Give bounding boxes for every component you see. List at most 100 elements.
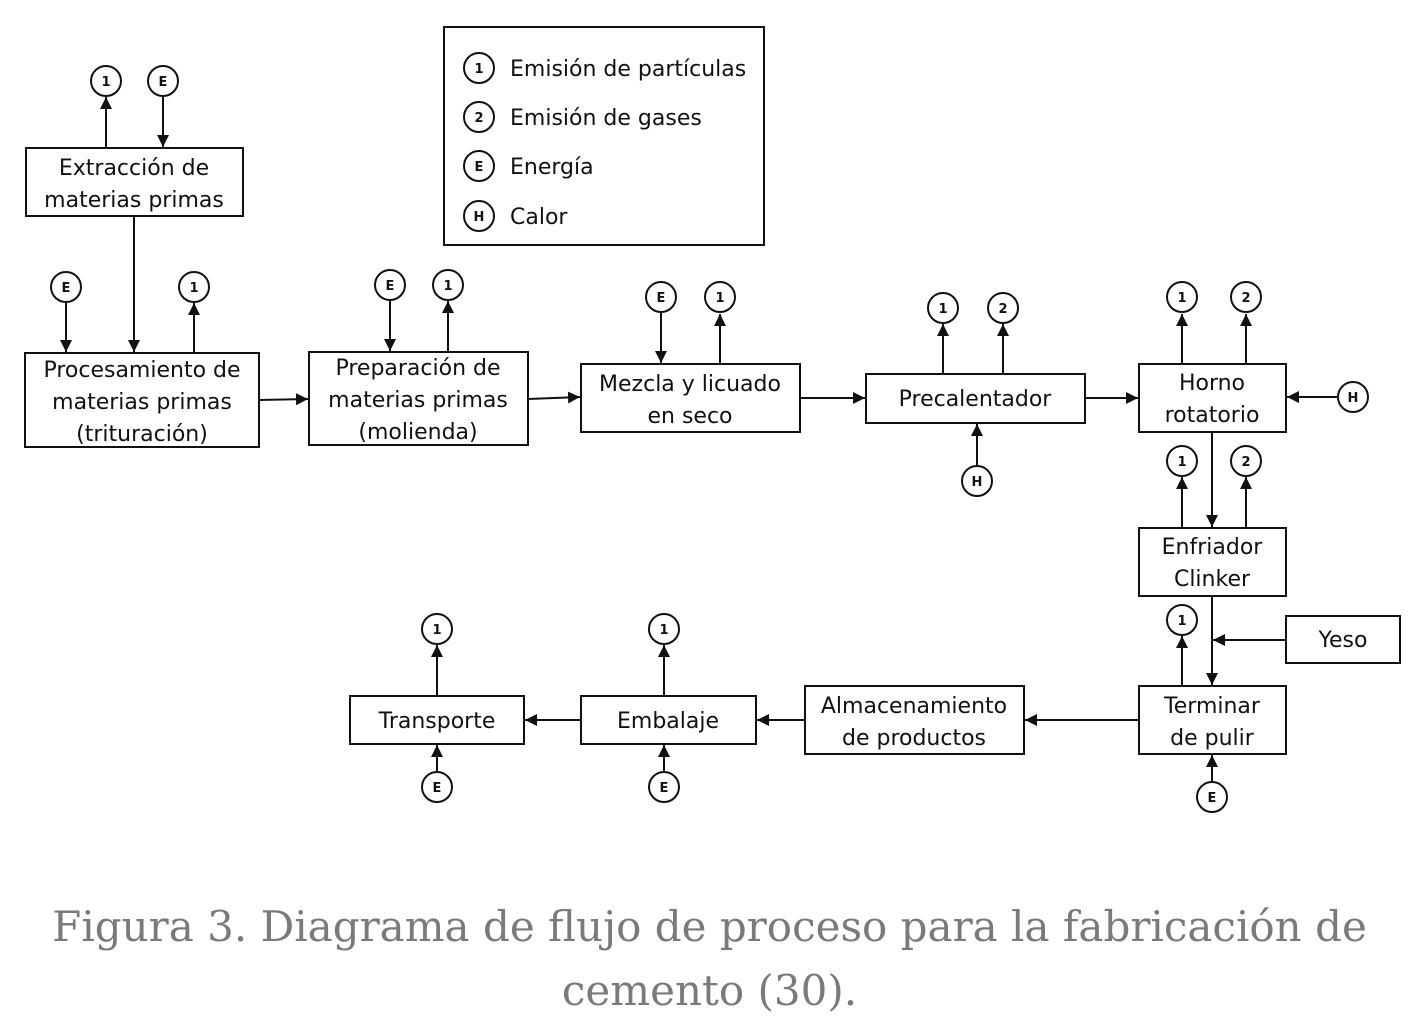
particle-symbol: 1 [178,271,210,303]
svg-text:Procesamiento de: Procesamiento de [43,358,240,383]
node-terminar: Terminar de pulir [1138,685,1287,755]
node-almacenamiento: Almacenamiento de productos [804,685,1025,755]
svg-text:E: E [1208,791,1217,806]
svg-text:Energía: Energía [510,155,594,180]
node-enfriador: Enfriador Clinker [1138,527,1287,597]
energy-symbol: E [648,771,680,803]
io-symbols: 1 E E 1 E 1 E 1 1 2 H 1 2 H 1 2 1 E 1 E … [50,65,1369,813]
svg-text:Emisión de gases: Emisión de gases [510,106,702,131]
particle-symbol: 1 [421,613,453,645]
energy-symbol: E [645,281,677,313]
particle-symbol: 1 [1166,281,1198,313]
node-mezcla: Mezcla y licuado en seco [580,363,801,433]
heat-symbol: H [1337,381,1369,413]
svg-text:E: E [660,781,669,796]
svg-text:Transporte: Transporte [378,709,496,734]
svg-text:Enfriador: Enfriador [1162,535,1264,560]
svg-text:Almacenamiento: Almacenamiento [821,694,1007,719]
svg-text:en seco: en seco [647,404,732,429]
arrow-procesamiento-preparacion [258,393,309,406]
svg-text:(molienda): (molienda) [358,420,477,445]
node-yeso: Yeso [1285,615,1401,664]
particle-symbol: 1 [648,613,680,645]
svg-text:H: H [474,210,485,225]
legend-item-particles: 1 Emisión de partículas [463,52,746,84]
svg-text:2: 2 [1241,455,1250,470]
energy-symbol: E [147,65,179,97]
svg-text:de pulir: de pulir [1170,726,1255,751]
svg-text:Terminar: Terminar [1163,694,1261,719]
legend-item-heat: H Calor [463,200,568,232]
particle-symbol: 1 [1166,445,1198,477]
energy-symbol: E [50,271,82,303]
caption-line-2: cemento (30). [561,966,858,1015]
caption-line-1: Figura 3. Diagrama de flujo de proceso p… [52,902,1367,951]
svg-text:H: H [1348,391,1359,406]
svg-text:Emisión de partículas: Emisión de partículas [510,57,746,82]
svg-text:Calor: Calor [510,205,568,230]
svg-text:2: 2 [1241,291,1250,306]
svg-text:E: E [475,160,484,175]
node-transporte: Transporte [349,695,525,745]
energy-symbol: E [374,269,406,301]
svg-text:1: 1 [1177,291,1186,306]
node-extraccion: Extracción de materias primas [25,147,244,217]
io-arrows [60,96,1337,781]
svg-text:materias primas: materias primas [52,390,232,415]
svg-text:1: 1 [474,62,483,77]
svg-text:1: 1 [101,75,110,90]
svg-text:1: 1 [189,281,198,296]
svg-text:materias primas: materias primas [328,388,508,413]
svg-text:(trituración): (trituración) [76,422,208,447]
svg-text:H: H [972,475,983,490]
svg-text:de productos: de productos [842,726,986,751]
svg-text:1: 1 [1177,455,1186,470]
legend-item-energy: E Energía [463,150,594,182]
particle-symbol: 1 [704,281,736,313]
svg-text:Horno: Horno [1179,371,1245,396]
svg-text:E: E [159,75,168,90]
node-precalentador: Precalentador [865,373,1086,424]
svg-text:Preparación de: Preparación de [335,356,500,381]
svg-text:E: E [62,281,71,296]
node-horno: Horno rotatorio [1138,363,1287,433]
particle-symbol: 1 [432,269,464,301]
figure-caption: Figura 3. Diagrama de flujo de proceso p… [0,895,1419,1023]
svg-text:Embalaje: Embalaje [617,709,719,734]
svg-text:2: 2 [474,111,483,126]
legend-item-gases: 2 Emisión de gases [463,101,702,133]
node-preparacion: Preparación de materias primas (molienda… [308,351,529,446]
flow-arrows [128,216,1286,726]
energy-symbol: E [1196,781,1228,813]
particle-symbol: 1 [927,292,959,324]
svg-text:1: 1 [443,279,452,294]
process-flow-diagram: 1 Emisión de partículas 2 Emisión de gas… [24,26,1401,813]
svg-text:Extracción de: Extracción de [59,156,209,181]
svg-text:rotatorio: rotatorio [1165,403,1260,428]
node-embalaje: Embalaje [580,695,757,745]
svg-text:2: 2 [998,302,1007,317]
svg-text:1: 1 [1177,614,1186,629]
arrow-preparacion-mezcla [527,391,581,404]
energy-symbol: E [421,771,453,803]
legend: 1 Emisión de partículas 2 Emisión de gas… [443,26,765,246]
svg-text:Precalentador: Precalentador [899,387,1053,412]
node-procesamiento: Procesamiento de materias primas (tritur… [24,352,260,448]
svg-text:1: 1 [659,623,668,638]
svg-text:1: 1 [715,291,724,306]
svg-text:1: 1 [432,623,441,638]
gas-symbol: 2 [1230,281,1262,313]
svg-text:materias primas: materias primas [44,188,224,213]
svg-text:1: 1 [938,302,947,317]
svg-text:Mezcla y licuado: Mezcla y licuado [599,372,781,397]
gas-symbol: 2 [987,292,1019,324]
particle-symbol: 1 [1166,604,1198,636]
gas-symbol: 2 [1230,445,1262,477]
svg-text:Clinker: Clinker [1174,567,1251,592]
svg-text:E: E [386,279,395,294]
svg-text:E: E [657,291,666,306]
svg-text:E: E [433,781,442,796]
heat-symbol: H [961,465,993,497]
particle-symbol: 1 [90,65,122,97]
svg-text:Yeso: Yeso [1318,628,1368,653]
